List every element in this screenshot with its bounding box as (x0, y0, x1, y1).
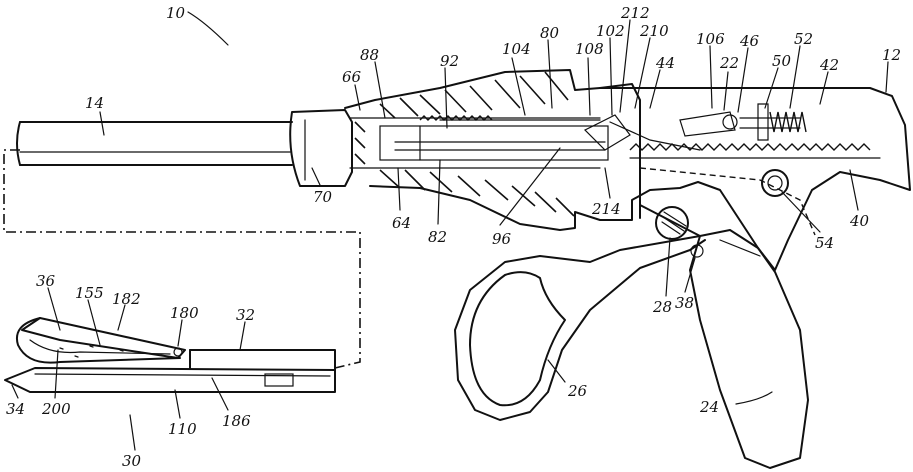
label-88: 88 (360, 46, 379, 64)
stationary-handle (690, 230, 808, 468)
label-92: 92 (440, 52, 459, 70)
nose-collar (290, 110, 352, 186)
label-38: 38 (675, 294, 694, 312)
label-200: 200 (41, 400, 71, 418)
label-104: 104 (502, 40, 531, 58)
rack-teeth-lower (630, 144, 870, 150)
label-96: 96 (492, 230, 512, 248)
pivot-pin (656, 207, 688, 239)
reference-labels: 10 14 66 88 92 104 80 108 102 212 210 44… (6, 4, 901, 470)
label-36: 36 (36, 272, 56, 290)
label-212: 212 (620, 4, 650, 22)
label-70: 70 (313, 188, 333, 206)
hatched-sections (355, 72, 574, 216)
label-46: 46 (739, 32, 760, 50)
label-10: 10 (166, 4, 186, 22)
label-44: 44 (655, 54, 675, 72)
jaw-assembly (5, 318, 335, 392)
label-102: 102 (596, 22, 625, 40)
label-32: 32 (236, 306, 255, 324)
leader-lines (12, 12, 888, 450)
connector-line (4, 150, 360, 368)
label-42: 42 (819, 56, 839, 74)
label-14: 14 (85, 94, 104, 112)
label-214: 214 (591, 200, 621, 218)
label-54: 54 (815, 234, 834, 252)
label-186: 186 (222, 412, 251, 430)
label-155: 155 (75, 284, 104, 302)
label-30: 30 (122, 452, 142, 470)
label-40: 40 (849, 212, 870, 230)
label-26: 26 (567, 382, 588, 400)
label-110: 110 (168, 420, 197, 438)
label-52: 52 (794, 30, 813, 48)
label-28: 28 (652, 298, 672, 316)
label-24: 24 (699, 398, 719, 416)
label-34: 34 (6, 400, 25, 418)
label-106: 106 (696, 30, 725, 48)
label-180: 180 (170, 304, 199, 322)
label-64: 64 (392, 214, 411, 232)
label-82: 82 (428, 228, 447, 246)
label-182: 182 (112, 290, 141, 308)
spring-52 (770, 112, 806, 132)
label-12: 12 (882, 46, 901, 64)
label-108: 108 (575, 40, 604, 58)
label-80: 80 (540, 24, 560, 42)
label-22: 22 (719, 54, 739, 72)
label-66: 66 (342, 68, 362, 86)
label-210: 210 (639, 22, 669, 40)
label-50: 50 (772, 52, 792, 70)
elongated-tube (17, 122, 292, 165)
